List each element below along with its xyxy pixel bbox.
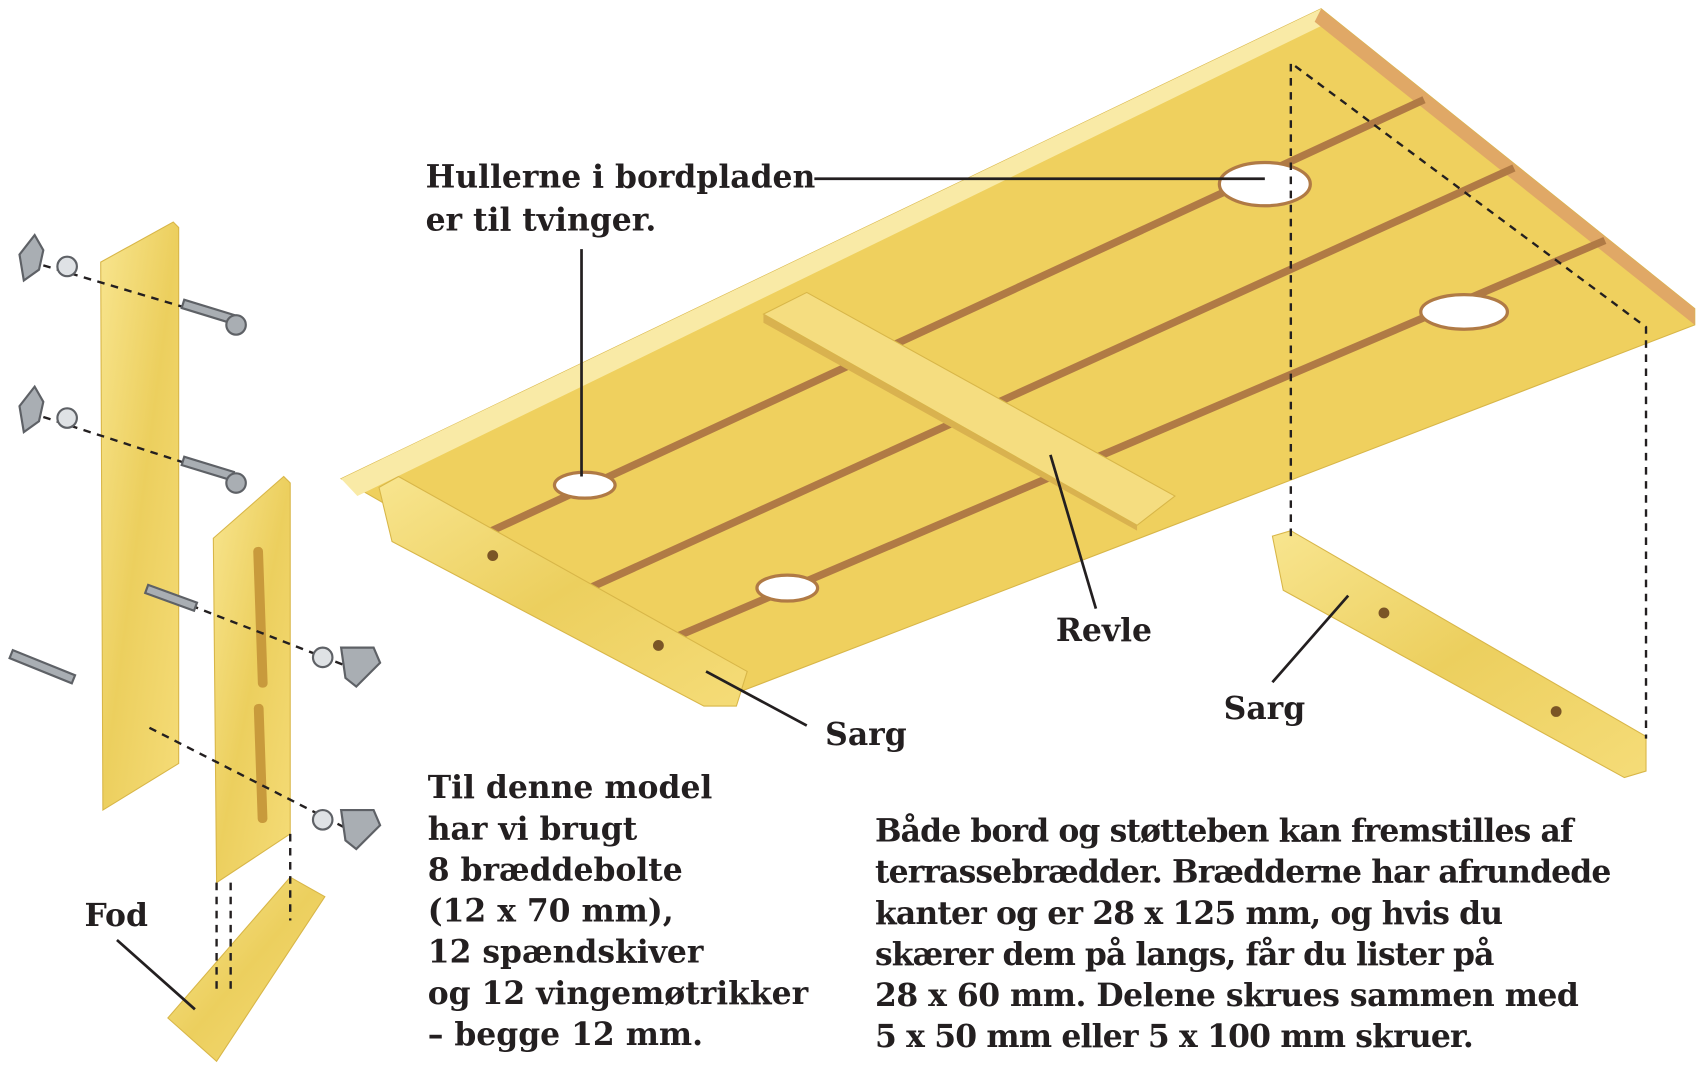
foot-block: [167, 876, 326, 1063]
revle-batten: [762, 291, 1176, 531]
washer-icon: [311, 808, 334, 831]
sarg-left-label: Sarg: [825, 717, 907, 753]
leader-lines: [116, 177, 1350, 1011]
sarg-left-rail: [378, 475, 748, 707]
clamp-hole: [755, 573, 820, 603]
materials-line: 8 bræddebolte: [428, 852, 683, 888]
materials-line: har vi brugt: [428, 811, 638, 847]
leg-upright: [212, 475, 291, 884]
sarg-right-label: Sarg: [1224, 691, 1306, 727]
materials-text: Til denne model har vi brugt 8 bræddebol…: [428, 770, 809, 1053]
description-line: skærer dem på langs, får du lister på: [875, 936, 1494, 973]
holes-label-line2: er til tvinger.: [426, 203, 657, 239]
washer-icon: [56, 407, 78, 429]
washer-icon: [56, 255, 78, 278]
leg-post: [100, 221, 180, 812]
description-line: terrassebrædder. Brædderne har afrundede: [875, 855, 1611, 891]
description-line: 28 x 60 mm. Delene skrues sammen med: [875, 978, 1579, 1014]
tabletop: [339, 8, 1696, 694]
description-line: kanter og er 28 x 125 mm, og hvis du: [875, 896, 1503, 932]
materials-line: 12 spændskiver: [428, 935, 704, 971]
materials-line: og 12 vingemøtrikker: [428, 976, 809, 1012]
fod-label: Fod: [84, 898, 148, 934]
bolt-icon: [8, 648, 77, 685]
clamp-hole: [1217, 160, 1312, 208]
sarg-right-rail: [1271, 530, 1647, 779]
description-text: Både bord og støtteben kan fremstilles a…: [875, 812, 1611, 1055]
clamp-hole: [1419, 292, 1510, 331]
description-line: 5 x 50 mm eller 5 x 100 mm skruer.: [875, 1019, 1474, 1055]
bolt-icon: [180, 298, 236, 325]
description-line: Både bord og støtteben kan fremstilles a…: [875, 812, 1576, 849]
holes-label: Hullerne i bordpladen: [426, 159, 816, 195]
bolt-icon: [143, 583, 199, 613]
materials-line: (12 x 70 mm),: [428, 894, 674, 930]
wing-nut-icon: [18, 233, 45, 283]
wing-nut-icon: [339, 646, 382, 689]
assembly-guide-lines: [1289, 60, 1648, 739]
materials-line: Til denne model: [428, 770, 713, 806]
materials-line: – begge 12 mm.: [428, 1017, 703, 1053]
clamp-hole: [552, 470, 617, 500]
wing-nut-icon: [339, 808, 382, 851]
washer-icon: [311, 646, 334, 669]
wing-nut-icon: [18, 384, 45, 435]
revle-label: Revle: [1056, 613, 1152, 649]
leg-assembly: [8, 221, 382, 1063]
hardware: [8, 233, 382, 851]
bolt-icon: [180, 455, 236, 482]
